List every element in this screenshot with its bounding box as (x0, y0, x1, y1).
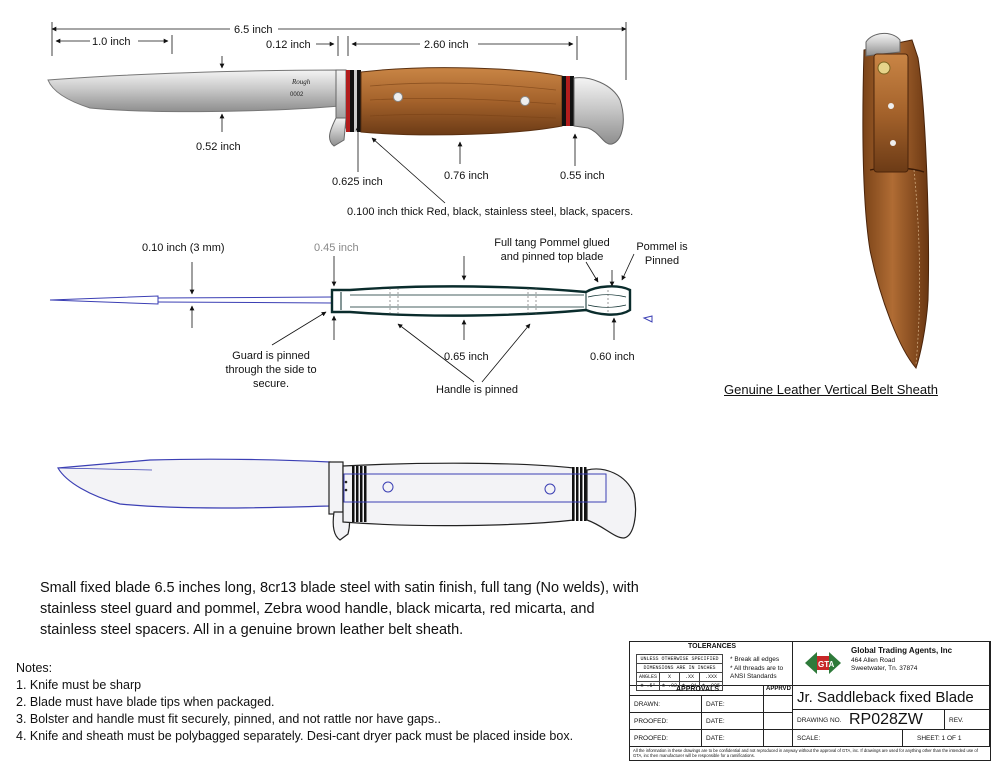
company-name: Global Trading Agents, Inc (851, 646, 953, 655)
date-label: DATE: (706, 701, 725, 708)
side-profile (49, 285, 653, 323)
proofed-label: PROOFED: (634, 735, 668, 742)
svg-text:Rough: Rough (291, 78, 311, 86)
logo-mark: Rough 0002 (290, 78, 311, 98)
notes-heading: Notes: (16, 661, 53, 675)
company-address-1: 464 Allen Road (851, 657, 896, 664)
callout-handle-pinned: Handle is pinned (436, 384, 518, 396)
dim-guard-thickness: 0.45 inch (314, 242, 359, 254)
handle-pin-1 (393, 92, 403, 102)
sheath-photo (862, 33, 930, 369)
rev-label: REV. (949, 717, 964, 724)
top-dimension-lines (51, 22, 627, 204)
dim-handle-thickness: 0.65 inch (444, 351, 489, 363)
tolerance-table: UNLESS OTHERWISE SPECIFIED DIMENSIONS AR… (635, 654, 724, 691)
handle-pin-2 (520, 96, 530, 106)
blade (47, 69, 341, 113)
callout-guard-pinned: Guard is pinned through the side to secu… (225, 350, 317, 390)
outline-pommel (586, 468, 637, 539)
date-label: DATE: (706, 718, 725, 725)
dim-tip-length: 1.0 inch (92, 36, 131, 48)
spacer-steel (354, 70, 357, 132)
dim-blade-thickness: 0.10 inch (3 mm) (142, 242, 225, 254)
dim-pommel-thickness: 0.60 inch (590, 351, 635, 363)
tolerances-box: TOLERANCES UNLESS OTHERWISE SPECIFIED DI… (630, 642, 793, 691)
callout-spacers: 0.100 inch thick Red, black, stainless s… (347, 206, 633, 218)
title-block: TOLERANCES UNLESS OTHERWISE SPECIFIED DI… (629, 641, 991, 761)
dim-overall-length: 6.5 inch (234, 24, 273, 36)
spacer-red (346, 70, 350, 132)
handle-wood (360, 67, 563, 136)
apprvd-label: APPRVD (766, 686, 791, 692)
callout-full-tang: Full tang Pommel glued and pinned top bl… (494, 237, 610, 263)
date-label: DATE: (706, 735, 725, 742)
sheath-knife-pommel (865, 33, 901, 57)
profile-dimension-lines (189, 253, 635, 383)
outline-drawing (57, 458, 637, 541)
break-edges-note: * Break all edges (730, 656, 780, 663)
profile-blade (49, 295, 159, 305)
dim-spacer-gap: 0.12 inch (266, 39, 311, 51)
callout-pommel-pinned: Pommel is Pinned (636, 241, 688, 267)
proofed-label: PROOFED: (634, 718, 668, 725)
sheet-label: SHEET: 1 OF 1 (917, 735, 962, 742)
outline-blade (57, 458, 331, 509)
company-box: GTA Global Trading Agents, Inc 464 Allen… (793, 642, 990, 686)
drawing-no-label: DRAWING NO. (797, 717, 842, 724)
svg-text:GTA: GTA (818, 660, 835, 669)
disclaimer: All the information in these drawings ar… (633, 748, 978, 758)
product-description: Small fixed blade 6.5 inches long, 8cr13… (40, 580, 639, 638)
drawing-title: Jr. Saddleback fixed Blade (797, 689, 974, 706)
logo-mark-number: 0002 (290, 92, 304, 98)
scale-label: SCALE: (797, 735, 821, 742)
threads-note: * All threads are to ANSI Standards (730, 665, 784, 680)
note-item: 4. Knife and sheath must be polybagged s… (16, 729, 574, 743)
pommel (573, 77, 624, 145)
drawn-label: DRAWN: (634, 701, 661, 708)
approvals-label: APPROVALS (676, 686, 720, 693)
note-item: 2. Blade must have blade tips when packa… (16, 695, 275, 709)
company-logo: GTA (805, 652, 841, 674)
note-item: 3. Bolster and handle must fit securely,… (16, 712, 442, 726)
dim-pommel-height: 0.55 inch (560, 170, 605, 182)
tolerances-label: TOLERANCES (688, 643, 737, 650)
guard-quillon (329, 117, 347, 147)
spacer-black (350, 70, 354, 132)
outline-handle (342, 462, 575, 527)
spacer-black-2 (357, 70, 361, 132)
company-address-2: Sweetwater, Tn. 37874 (851, 665, 918, 672)
view-marker (642, 315, 653, 323)
dim-handle-length: 2.60 inch (424, 39, 469, 51)
outline-tang (343, 473, 607, 503)
sheath-knife-handle (873, 53, 909, 173)
dim-blade-height: 0.52 inch (196, 141, 241, 153)
dim-guard-height: 0.625 inch (332, 176, 383, 188)
knife-photo: Rough 0002 (47, 67, 624, 147)
profile-handle (330, 285, 632, 317)
note-item: 1. Knife must be sharp (16, 678, 142, 692)
outline-guard (328, 461, 344, 515)
sheath-caption: Genuine Leather Vertical Belt Sheath (724, 382, 938, 397)
drawing-no: RP028ZW (849, 711, 923, 728)
sheath-snap (877, 61, 891, 75)
notes: Notes: 1. Knife must be sharp 2. Blade m… (16, 660, 573, 745)
dim-handle-height: 0.76 inch (444, 170, 489, 182)
